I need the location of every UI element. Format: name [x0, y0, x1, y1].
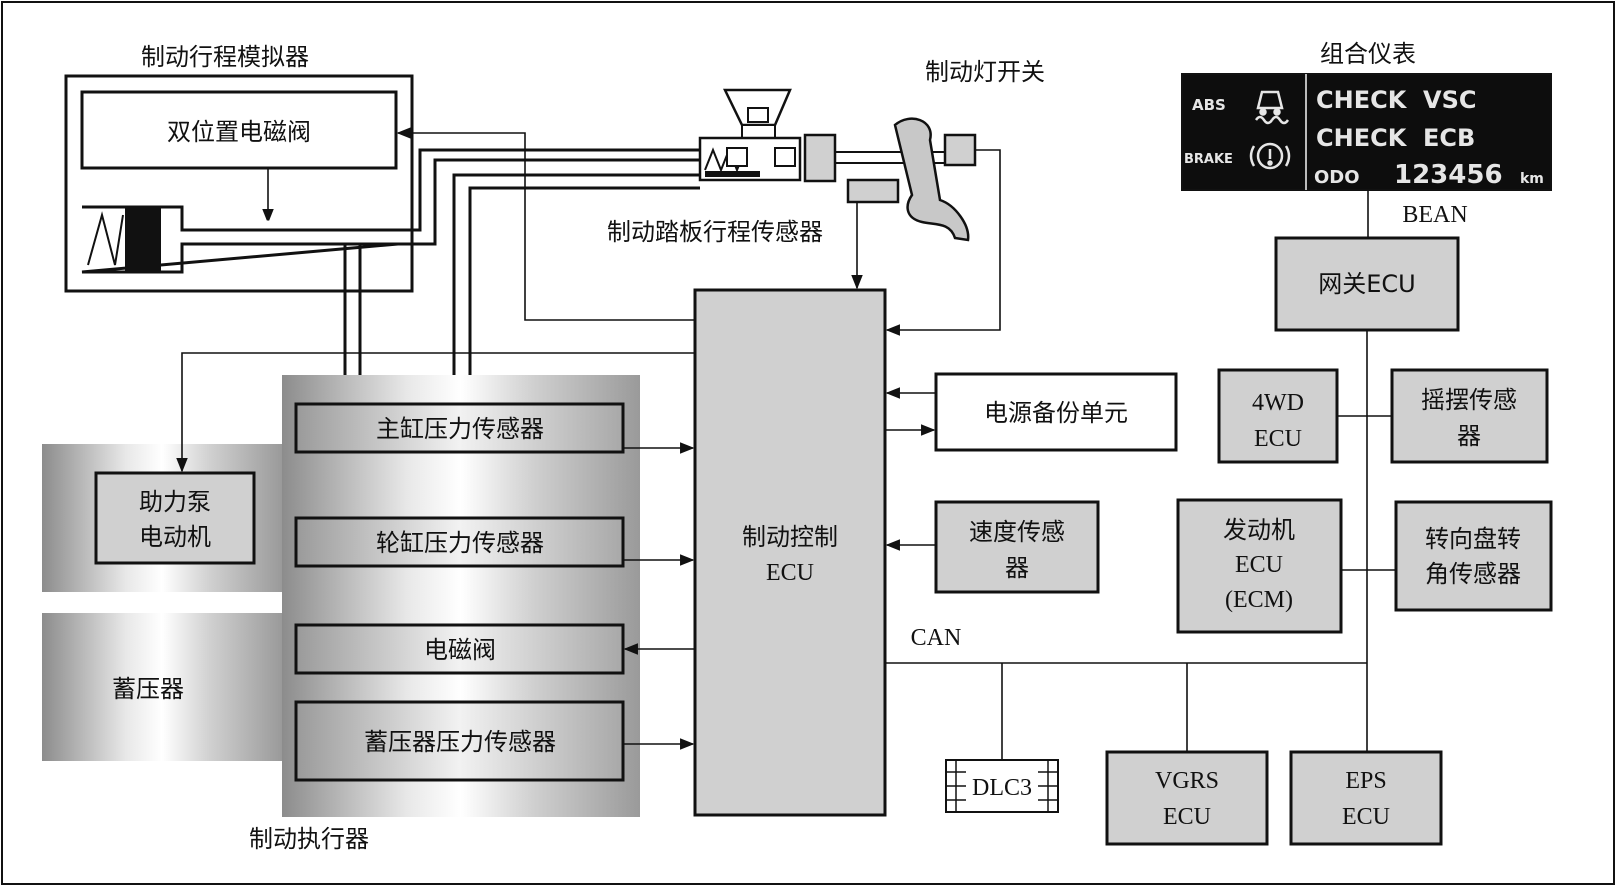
pedal-stroke-sensor-label: 制动踏板行程传感器 — [607, 218, 823, 246]
combination-meter-title: 组合仪表 — [1320, 40, 1416, 68]
vgrs-ecu — [1105, 750, 1269, 846]
yaw-rate-sensor — [1390, 368, 1549, 464]
engine-ecu-line3: (ECM) — [1225, 587, 1293, 613]
eps-ecu-line2: ECU — [1342, 804, 1390, 830]
dual-valve-label: 双位置电磁阀 — [167, 118, 311, 146]
speed-sensor-line1: 速度传感 — [969, 518, 1065, 546]
wheel-cyl-sensor-label: 轮缸压力传感器 — [376, 529, 544, 557]
brake-pedal — [893, 117, 970, 242]
accum-sensor-label: 蓄压器压力传感器 — [364, 728, 556, 756]
brake-indicator: BRAKE — [1184, 152, 1233, 167]
master-cylinder — [698, 88, 960, 183]
speed-sensor-line2: 器 — [1005, 554, 1029, 582]
wheel-cylinder-pressure-sensor — [294, 516, 625, 568]
accumulator-pressure-sensor — [294, 700, 625, 782]
actuator-label: 制动执行器 — [249, 825, 369, 853]
bean-label: BEAN — [1402, 202, 1467, 228]
accumulator-housing — [42, 613, 282, 761]
pump-motor-line1: 助力泵 — [139, 488, 211, 516]
yaw-sensor-line2: 器 — [1457, 422, 1481, 450]
simulator-piston — [125, 207, 161, 272]
eps-ecu-line1: EPS — [1345, 768, 1386, 794]
dlc3-connector — [945, 759, 1059, 813]
steering-angle-sensor — [1394, 500, 1553, 612]
accumulator-label: 蓄压器 — [112, 675, 184, 703]
can-label: CAN — [911, 625, 962, 651]
vgrs-ecu-line2: ECU — [1163, 804, 1211, 830]
power-backup-label: 电源备份单元 — [984, 399, 1128, 427]
master-cyl-sensor-label: 主缸压力传感器 — [376, 415, 544, 443]
brake-control-ecu — [693, 288, 887, 817]
brake-light-switch-label: 制动灯开关 — [925, 58, 1045, 86]
brake-warning-icon — [1249, 142, 1291, 170]
brake-ecu-line1: 制动控制 — [742, 523, 838, 551]
check-ecb-text: CHECK ECB — [1316, 124, 1475, 152]
abs-indicator: ABS — [1192, 96, 1226, 114]
yaw-sensor-line1: 摇摆传感 — [1421, 386, 1517, 414]
engine-ecu — [1176, 498, 1343, 634]
skid-warning-icon — [1254, 90, 1290, 125]
speed-sensor — [934, 500, 1100, 594]
vgrs-ecu-line1: VGRS — [1155, 768, 1219, 794]
brake-ecu-line2: ECU — [766, 560, 814, 586]
steer-sensor-line1: 转向盘转 — [1425, 525, 1521, 553]
gateway-ecu-label: 网关ECU — [1318, 270, 1416, 298]
dlc3-label: DLC3 — [972, 775, 1032, 801]
odo-label: ODO — [1314, 167, 1360, 188]
pedal-stroke-sensor — [846, 178, 900, 204]
eps-ecu — [1289, 750, 1443, 846]
solenoid-valve — [294, 623, 625, 675]
solenoid-valve-label: 电磁阀 — [424, 636, 496, 664]
engine-ecu-line1: 发动机 — [1223, 516, 1295, 544]
engine-ecu-line2: ECU — [1235, 552, 1283, 578]
can-bus — [886, 330, 1396, 760]
pump-motor — [94, 471, 256, 565]
ecu-4wd-line2: ECU — [1254, 426, 1302, 452]
ecu-4wd-line1: 4WD — [1252, 390, 1304, 416]
check-vsc-text: CHECK VSC — [1316, 86, 1477, 114]
simulator-title: 制动行程模拟器 — [141, 43, 309, 71]
pump-motor-line2: 电动机 — [139, 523, 211, 551]
combination-meter-display — [1181, 73, 1552, 191]
master-cylinder-pressure-sensor — [294, 402, 625, 454]
odo-unit: km — [1520, 171, 1544, 187]
simulator-spring — [87, 211, 124, 266]
odo-value: 123456 — [1394, 160, 1503, 190]
ecu-4wd — [1217, 368, 1339, 464]
power-backup-unit — [934, 372, 1178, 452]
brake-light-switch — [943, 133, 977, 167]
steer-sensor-line2: 角传感器 — [1425, 560, 1521, 588]
signal-lines — [176, 127, 1001, 750]
dual-position-valve — [80, 90, 398, 170]
gateway-ecu — [1274, 236, 1460, 332]
